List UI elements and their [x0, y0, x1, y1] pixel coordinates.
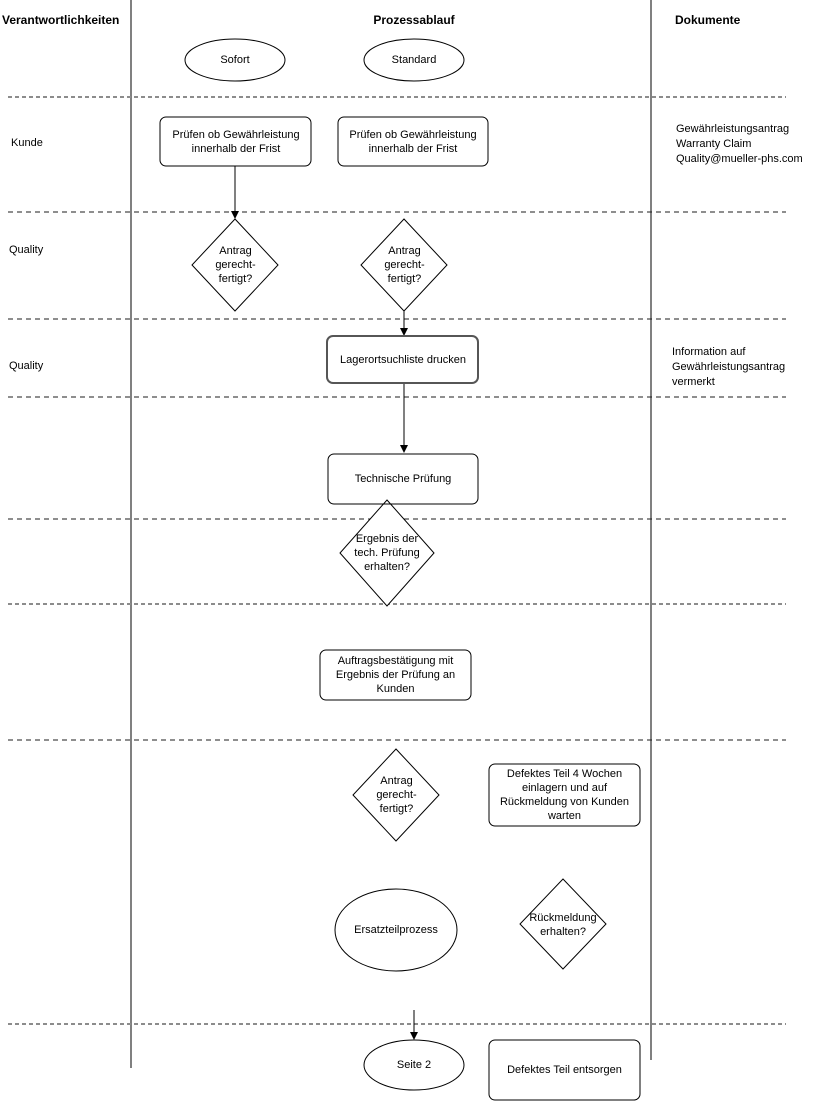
check-warranty-standard-shape [337, 116, 489, 167]
result-received-label: Ergebnis der tech. Prüfung erhalten? [354, 533, 420, 573]
justified-standard-label: Antrag gerecht- fertigt? [384, 245, 425, 285]
start-sofort-shape [184, 38, 286, 82]
justified-final-label: Antrag gerecht- fertigt? [376, 775, 417, 815]
document-note-line: vermerkt [672, 376, 715, 388]
lane-label-quality-2: Quality [9, 360, 44, 372]
lane-label-kunde: Kunde [11, 137, 43, 149]
document-note-warranty-claim: Gewährleistungsantrag Warranty Claim Qua… [676, 122, 803, 167]
store-defective-part-label: Defektes Teil 4 Wochen einlagern und auf… [499, 768, 630, 822]
document-note-line: Warranty Claim [676, 138, 752, 150]
technical-check-label: Technische Prüfung [354, 473, 452, 485]
print-storage-list-shape [326, 335, 479, 384]
document-note-line: Information auf [672, 346, 746, 358]
feedback-received-label: Rückmeldung erhalten? [529, 911, 597, 938]
feedback-received-shape [519, 878, 607, 970]
dispose-part-label: Defektes Teil entsorgen [507, 1064, 622, 1076]
order-confirmation-label: Auftragsbestätigung mit Ergebnis der Prü… [335, 655, 456, 695]
check-warranty-standard-label: Prüfen ob Gewährleistung innerhalb der F… [349, 128, 477, 155]
justified-standard-shape [360, 218, 448, 312]
document-note-line: Quality@mueller-phs.com [676, 153, 803, 165]
page2-shape [363, 1039, 465, 1091]
check-warranty-sofort-shape [159, 116, 312, 167]
technical-check-shape [327, 453, 479, 505]
justified-sofort-shape [191, 218, 279, 312]
spare-part-process-shape [334, 888, 458, 972]
document-note-information: Information auf Gewährleistungsantrag ve… [672, 345, 785, 390]
document-note-line: Gewährleistungsantrag [676, 123, 790, 135]
justified-sofort-label: Antrag gerecht- fertigt? [215, 245, 256, 285]
column-header-responsibilities: Verantwortlichkeiten [2, 13, 120, 27]
start-sofort-label: Sofort [220, 54, 250, 66]
column-header-documents: Dokumente [675, 13, 741, 27]
order-confirmation-shape [319, 649, 472, 701]
start-standard-label: Standard [391, 54, 437, 66]
start-standard-shape [363, 38, 465, 82]
page2-label: Seite 2 [396, 1059, 432, 1071]
result-received-shape [339, 499, 435, 607]
column-header-process: Prozessablauf [373, 13, 455, 27]
document-note-line: Gewährleistungsantrag [672, 361, 786, 373]
justified-final-shape [352, 748, 440, 842]
check-warranty-sofort-label: Prüfen ob Gewährleistung innerhalb der F… [172, 128, 300, 155]
spare-part-process-label: Ersatzteilprozess [354, 924, 438, 936]
print-storage-list-label: Lagerortsuchliste drucken [340, 353, 466, 366]
lane-label-quality-1: Quality [9, 244, 44, 256]
dispose-part-shape [488, 1039, 641, 1101]
store-defective-part-shape [488, 763, 641, 827]
